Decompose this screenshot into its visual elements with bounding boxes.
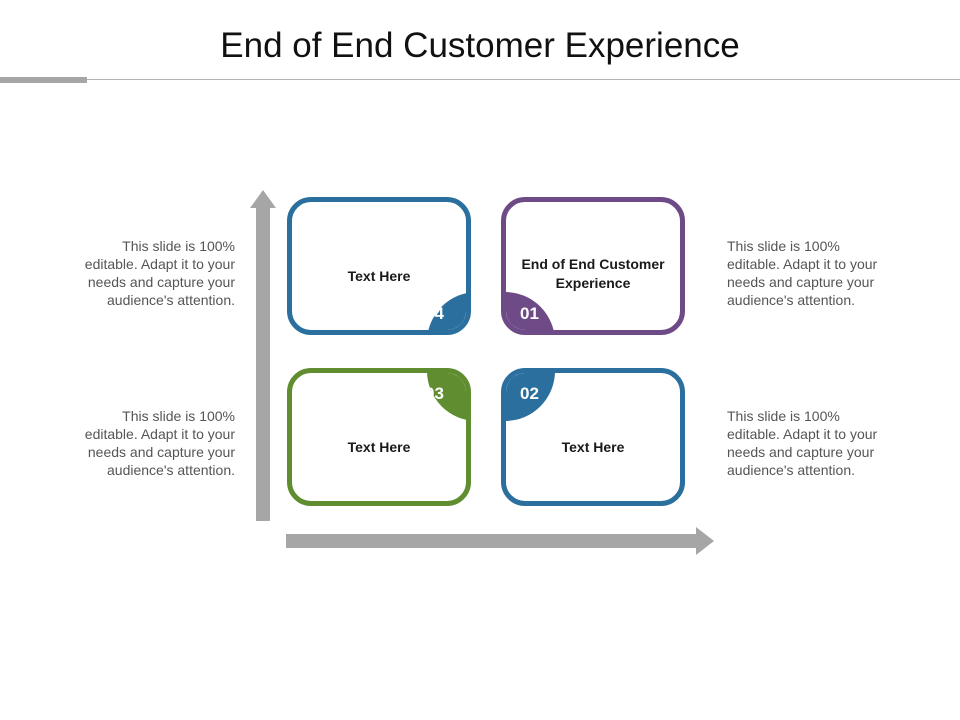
quadrant-number-badge: 04: [425, 292, 466, 330]
quadrant-card-03: Text Here 03: [287, 368, 471, 506]
quadrant-card-04: Text Here 04: [287, 197, 471, 335]
title-divider: [0, 79, 960, 80]
quadrant-number-badge: 02: [506, 373, 555, 421]
vertical-axis-arrow-shaft: [256, 207, 270, 521]
quadrant-number: 02: [520, 384, 539, 403]
quadrant-card-01: End of End Customer Experience 01: [501, 197, 685, 335]
quadrant-number: 01: [520, 304, 539, 323]
quadrant-label: End of End Customer Experience: [521, 256, 665, 291]
horizontal-axis-arrow-head: [696, 527, 714, 555]
slide-title: End of End Customer Experience: [220, 26, 740, 65]
quadrant-number-badge: 01: [506, 292, 555, 330]
quadrant-number: 03: [425, 384, 444, 403]
side-note-top-right: This slide is 100% editable. Adapt it to…: [727, 238, 878, 308]
vertical-axis-arrow-head: [250, 190, 276, 208]
quadrant-label: Text Here: [561, 439, 625, 455]
side-note-bottom-left: This slide is 100% editable. Adapt it to…: [84, 408, 235, 478]
title-divider-accent: [0, 77, 87, 83]
quadrant-card-02: Text Here 02: [501, 368, 685, 506]
quadrant-number: 04: [425, 304, 444, 323]
quadrant-number-badge: 03: [425, 373, 466, 421]
horizontal-axis-arrow-shaft: [286, 534, 696, 548]
side-note-bottom-right: This slide is 100% editable. Adapt it to…: [727, 408, 878, 478]
quadrant-label: Text Here: [347, 268, 411, 284]
quadrant-label: Text Here: [347, 439, 411, 455]
side-note-top-left: This slide is 100% editable. Adapt it to…: [84, 238, 235, 308]
